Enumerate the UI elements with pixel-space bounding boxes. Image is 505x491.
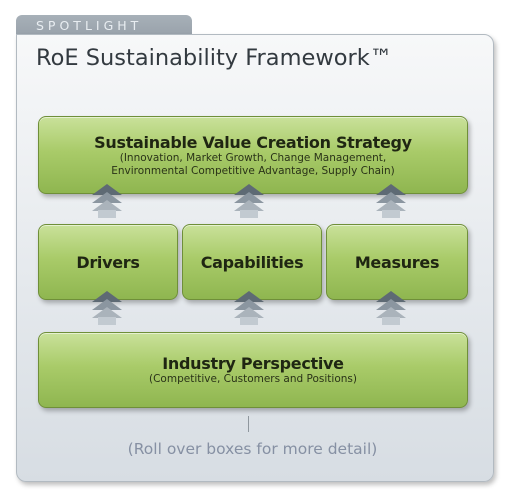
up-arrow-icon (234, 291, 264, 325)
divider-tick (248, 416, 249, 432)
drivers-title: Drivers (76, 252, 140, 272)
up-arrow-icon (92, 184, 122, 218)
measures-box[interactable]: Measures (326, 224, 468, 300)
spotlight-label: SPOTLIGHT (36, 18, 143, 33)
strategy-box[interactable]: Sustainable Value Creation Strategy (Inn… (38, 116, 468, 194)
up-arrow-icon (376, 291, 406, 325)
page-title: RoE Sustainability Framework™ (36, 45, 393, 71)
strategy-subtitle-line1: (Innovation, Market Growth, Change Manag… (119, 151, 387, 164)
strategy-subtitle: (Innovation, Market Growth, Change Manag… (111, 152, 394, 178)
strategy-subtitle-line2: Environmental Competitive Advantage, Sup… (111, 164, 395, 177)
drivers-box[interactable]: Drivers (38, 224, 178, 300)
capabilities-title: Capabilities (200, 252, 304, 272)
industry-title: Industry Perspective (162, 354, 344, 373)
up-arrow-icon (376, 184, 406, 218)
measures-title: Measures (354, 252, 440, 272)
up-arrow-icon (234, 184, 264, 218)
up-arrow-icon (92, 291, 122, 325)
capabilities-box[interactable]: Capabilities (182, 224, 322, 300)
spotlight-tab (16, 15, 192, 37)
industry-subtitle: (Competitive, Customers and Positions) (149, 373, 357, 385)
rollover-hint: (Roll over boxes for more detail) (127, 440, 378, 458)
industry-box[interactable]: Industry Perspective (Competitive, Custo… (38, 332, 468, 408)
strategy-title: Sustainable Value Creation Strategy (94, 132, 412, 152)
